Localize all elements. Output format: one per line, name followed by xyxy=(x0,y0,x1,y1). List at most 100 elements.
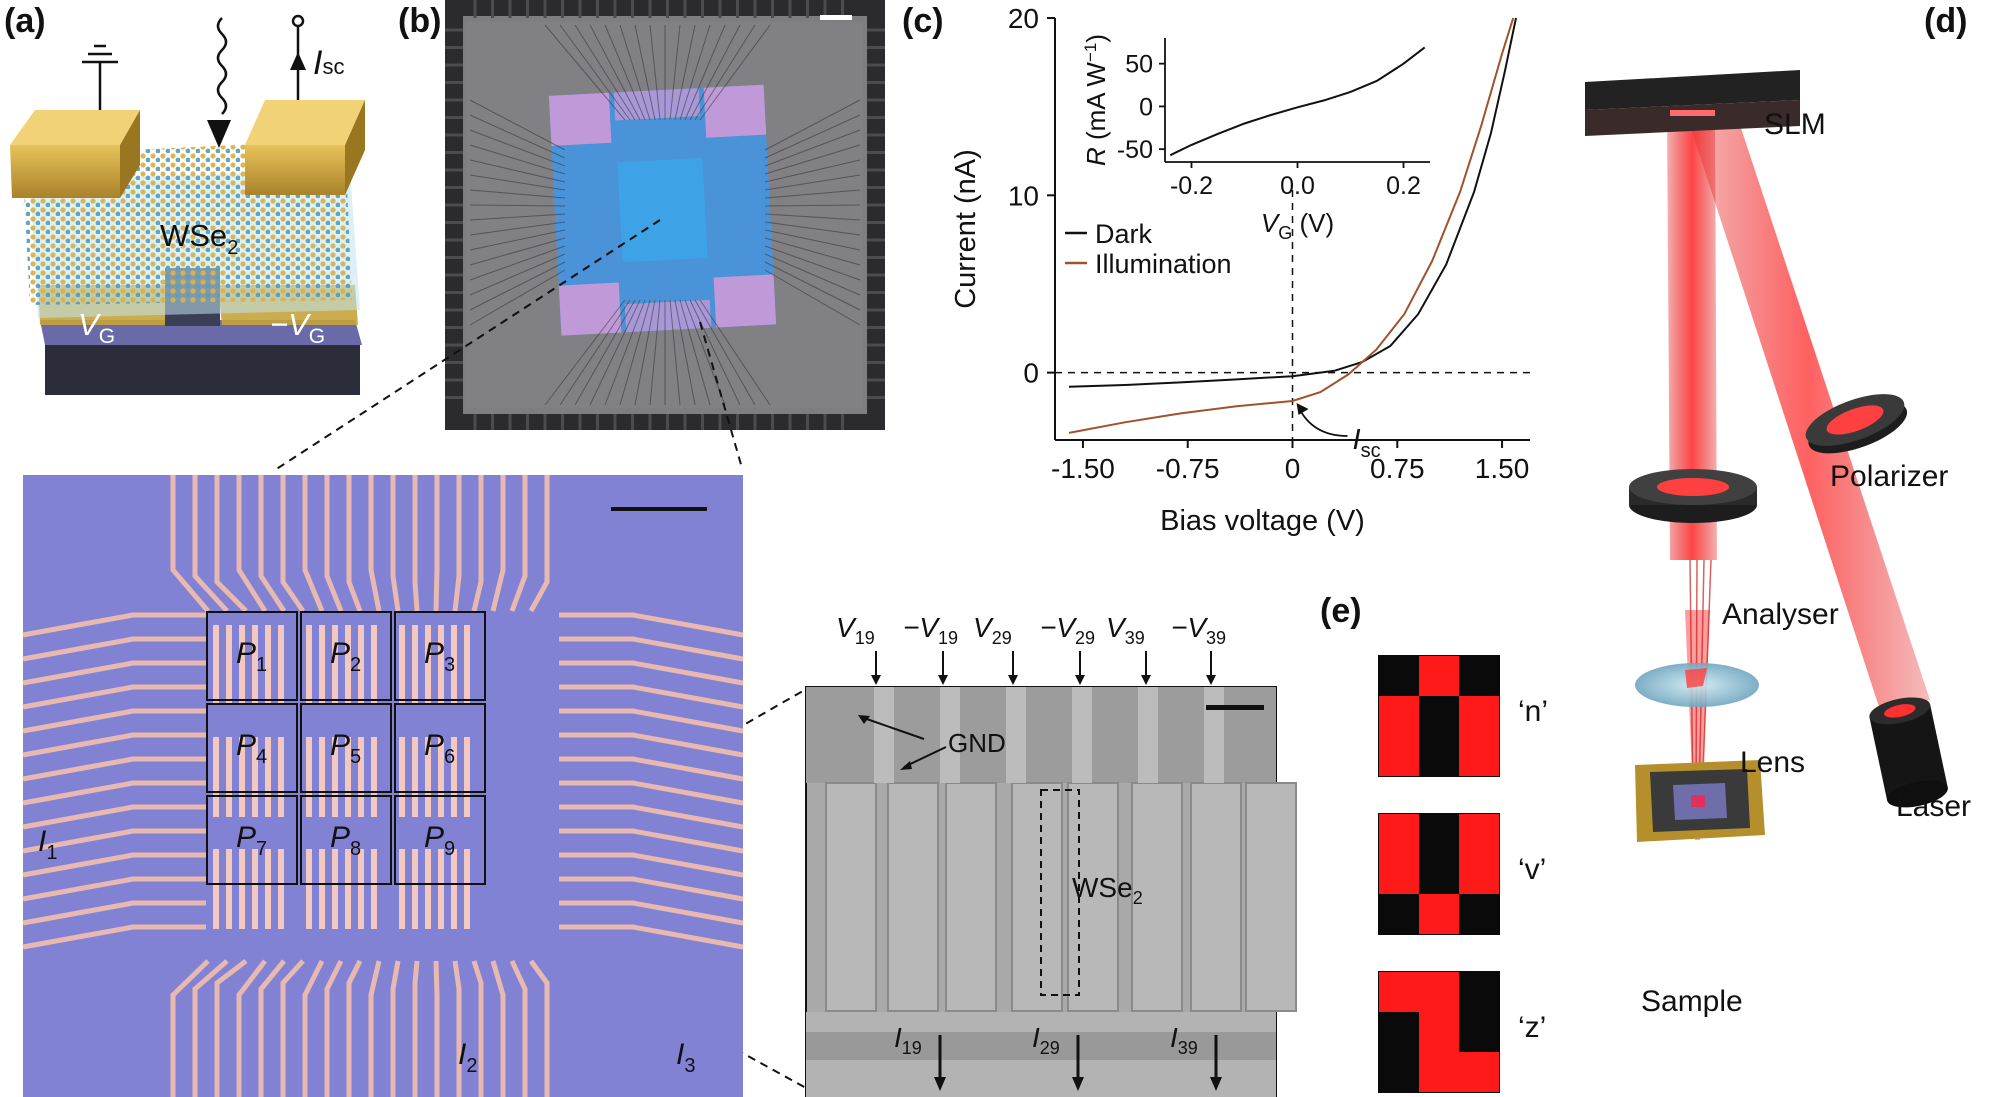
sem-current-2-sub: 29 xyxy=(1039,1038,1060,1058)
sem-current-arrow-3 xyxy=(1210,1035,1222,1091)
pixel-label-6: P6 xyxy=(424,729,455,769)
isc-annotation-arrow xyxy=(1297,406,1348,437)
sem-voltage-5: V39 xyxy=(1106,612,1145,649)
pixel-label-1-main: P xyxy=(236,637,257,670)
pixel-label-8: P8 xyxy=(330,821,361,861)
sem-voltage-6-sub: 39 xyxy=(1206,628,1227,648)
pixel-box-5: P5 xyxy=(300,703,392,793)
x-tick-label: 0.75 xyxy=(1370,453,1425,484)
isc-annotation-sub: sc xyxy=(1361,440,1381,462)
pixel-box-1: P1 xyxy=(206,611,298,701)
sem-current-1: I19 xyxy=(894,1022,922,1059)
sem-micrograph xyxy=(805,651,1297,1097)
pixel-box-2: P2 xyxy=(300,611,392,701)
x-tick-label: -0.75 xyxy=(1156,453,1220,484)
sem-voltage-5-main: V xyxy=(1106,612,1125,643)
pixel-label-8-sub: 8 xyxy=(350,838,362,860)
sem-voltage-1-main: V xyxy=(836,612,855,643)
isc-annotation-head xyxy=(1296,402,1309,415)
laser-label: Laser xyxy=(1896,790,1972,823)
inset-series-line xyxy=(1169,46,1426,157)
letter-pixel xyxy=(1459,814,1499,854)
inset-y-tick-label: 0 xyxy=(1139,93,1153,121)
letter-pixel xyxy=(1419,1012,1459,1052)
pixel-box-9: P9 xyxy=(394,795,486,885)
pixel-label-4: P4 xyxy=(236,729,267,769)
pixel-box-8: P8 xyxy=(300,795,392,885)
pixel-label-3: P3 xyxy=(424,637,455,677)
array-current-3-sub: 3 xyxy=(684,1055,696,1077)
array-current-3: I3 xyxy=(676,1038,695,1078)
letter-pixel xyxy=(1379,814,1419,854)
x-axis-label: Bias voltage (V) xyxy=(1160,505,1365,537)
isc-label: Isc xyxy=(313,44,344,83)
letter-pixel xyxy=(1419,1052,1459,1092)
pixel-label-6-main: P xyxy=(424,729,445,762)
sem-voltage-2: −V19 xyxy=(903,612,958,649)
sem-current-3: I39 xyxy=(1170,1022,1198,1059)
y-axis-label: Current (nA) xyxy=(950,149,982,309)
letter-pixel xyxy=(1379,972,1419,1012)
pixel-label-1-sub: 1 xyxy=(256,654,268,676)
slm-label: SLM xyxy=(1764,108,1826,141)
pixel-label-3-sub: 3 xyxy=(444,654,456,676)
sem-current-3-main: I xyxy=(1170,1022,1178,1053)
sem-voltage-arrow-3 xyxy=(1008,651,1018,685)
array-current-3-main: I xyxy=(676,1038,685,1071)
pixel-label-9: P9 xyxy=(424,821,455,861)
letter-pixel xyxy=(1459,736,1499,776)
series-line-illumination xyxy=(1068,17,1515,434)
letter-caption-3: ‘z’ xyxy=(1518,1011,1547,1044)
chip-photo xyxy=(445,0,885,430)
sem-voltage-4-sub: 29 xyxy=(1075,628,1096,648)
array-current-2-main: I xyxy=(458,1038,467,1071)
legend-label-illumination: Illumination xyxy=(1095,249,1232,279)
sem-voltage-arrow-5 xyxy=(1141,651,1151,685)
pixel-box-6: P6 xyxy=(394,703,486,793)
sem-voltage-2-sub: 19 xyxy=(938,628,959,648)
sem-current-arrow-2 xyxy=(1072,1035,1084,1091)
x-tick-label: -1.50 xyxy=(1051,453,1115,484)
panel-label-d: (d) xyxy=(1924,2,1968,40)
letter-pixel xyxy=(1419,972,1459,1012)
vg-right-main: −V xyxy=(270,307,309,342)
pixel-label-7-main: P xyxy=(236,821,257,854)
vg-left-label: VG xyxy=(78,307,115,349)
array-current-1: I1 xyxy=(38,825,57,865)
sem-current-2: I29 xyxy=(1032,1022,1060,1059)
inset-ylabel-main: R xyxy=(1081,147,1111,166)
pixel-label-7: P7 xyxy=(236,821,267,861)
sem-voltage-arrow-2 xyxy=(938,651,948,685)
sem-wse2-main: WSe xyxy=(1072,872,1133,903)
pixel-label-2-sub: 2 xyxy=(350,654,362,676)
pixel-label-8-main: P xyxy=(330,821,351,854)
pixel-label-4-sub: 4 xyxy=(256,746,268,768)
inset-y-tick-label: 50 xyxy=(1125,51,1153,79)
inset-ylabel-exp: −1 xyxy=(1081,43,1100,62)
sem-voltage-arrow-4 xyxy=(1075,651,1085,685)
vg-right-label: −VG xyxy=(270,307,325,349)
inset-y-axis-label: R (mA W−1) xyxy=(1081,34,1111,166)
letter-caption-1: ‘n’ xyxy=(1518,695,1549,728)
inset-xlabel-main: V xyxy=(1261,208,1281,238)
sem-current-arrow-1 xyxy=(934,1035,946,1091)
pixel-label-6-sub: 6 xyxy=(444,746,456,768)
pixel-box-4: P4 xyxy=(206,703,298,793)
sem-voltage-6: −V39 xyxy=(1171,612,1226,649)
polarizer-label: Polarizer xyxy=(1830,460,1949,493)
x-tick-label: 0 xyxy=(1285,453,1301,484)
letter-pixel xyxy=(1459,1052,1499,1092)
pixel-label-4-main: P xyxy=(236,729,257,762)
optical-setup xyxy=(1585,70,1948,842)
vg-left-main: V xyxy=(78,307,99,342)
pixel-label-5-main: P xyxy=(330,729,351,762)
pixel-label-9-sub: 9 xyxy=(444,838,456,860)
panel-label-a: (a) xyxy=(4,2,46,40)
sem-voltage-1-sub: 19 xyxy=(854,628,875,648)
pixel-label-3-main: P xyxy=(424,637,445,670)
letter-image-3 xyxy=(1378,971,1500,1093)
pixel-box-7: P7 xyxy=(206,795,298,885)
pixel-label-7-sub: 7 xyxy=(256,838,268,860)
